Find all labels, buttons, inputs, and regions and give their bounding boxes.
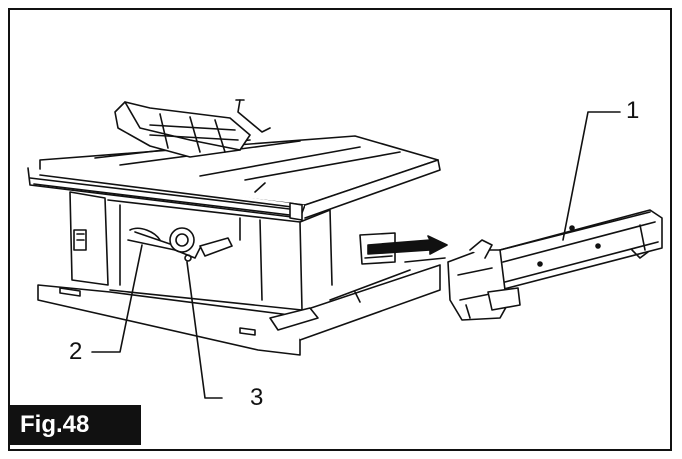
callout-3: 3	[250, 384, 264, 411]
callout-1: 1	[626, 97, 640, 124]
callout-2: 2	[69, 338, 83, 365]
table-saw-drawing	[27, 99, 441, 356]
rail-drawing	[447, 209, 663, 321]
insert-arrow	[367, 235, 448, 263]
figure-frame	[8, 8, 672, 451]
leader-lines	[91, 111, 621, 399]
figure-label: Fig.48	[10, 405, 141, 445]
